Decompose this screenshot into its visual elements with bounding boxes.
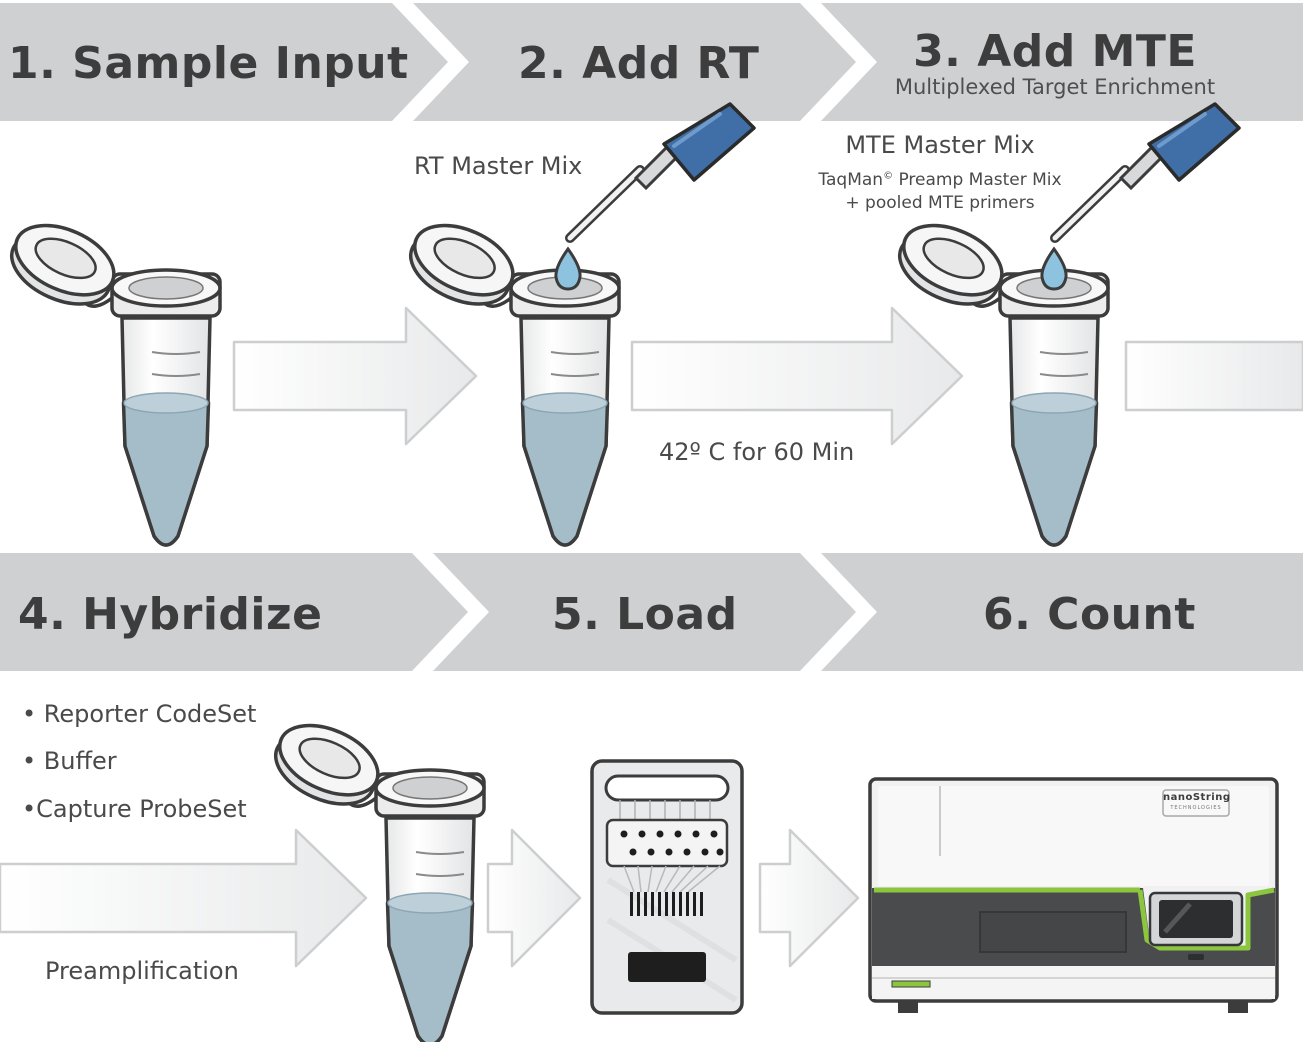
brand-logo-subtext: TECHNOLOGIES xyxy=(1170,805,1222,811)
taqman-rest: Preamp Master Mix xyxy=(893,170,1062,190)
ncounter-instrument xyxy=(868,777,1279,1013)
incubation-label: 42º C for 60 Min xyxy=(659,438,855,466)
bottom-banner xyxy=(0,553,1303,671)
step-3-title: 3. Add MTE xyxy=(913,26,1197,77)
hyb-item-capture: •Capture ProbeSet xyxy=(22,795,247,823)
rt-drop-icon xyxy=(554,247,582,291)
step-5-title: 5. Load xyxy=(552,589,738,640)
taqman-name: TaqMan xyxy=(818,170,884,190)
top-banner xyxy=(0,3,1303,121)
pooled-primers-label: + pooled MTE primers xyxy=(845,193,1035,213)
hyb-item-reporter: • Reporter CodeSet xyxy=(22,700,257,728)
cartridge xyxy=(590,759,744,1015)
step-2-title: 2. Add RT xyxy=(518,38,760,89)
process-arrows xyxy=(0,306,1303,968)
sample-tube xyxy=(0,209,222,547)
mte-master-mix-label: MTE Master Mix xyxy=(845,131,1035,159)
hyb-item-buffer: • Buffer xyxy=(22,747,117,775)
taqman-label: TaqMan© Preamp Master Mix xyxy=(800,170,1080,190)
preamplification-label: Preamplification xyxy=(45,957,239,985)
step-3-subtitle: Multiplexed Target Enrichment xyxy=(894,75,1216,99)
registered-mark: © xyxy=(883,170,894,182)
rt-master-mix-label: RT Master Mix xyxy=(414,152,583,180)
brand-logo-text: nanoString xyxy=(1163,792,1231,803)
rt-pipette-icon xyxy=(570,104,754,238)
step-1-title: 1. Sample Input xyxy=(8,38,409,89)
step-6-title: 6. Count xyxy=(983,589,1196,640)
mte-pipette-icon xyxy=(1055,104,1239,238)
step-4-title: 4. Hybridize xyxy=(18,589,323,640)
mte-drop-icon xyxy=(1040,247,1068,291)
